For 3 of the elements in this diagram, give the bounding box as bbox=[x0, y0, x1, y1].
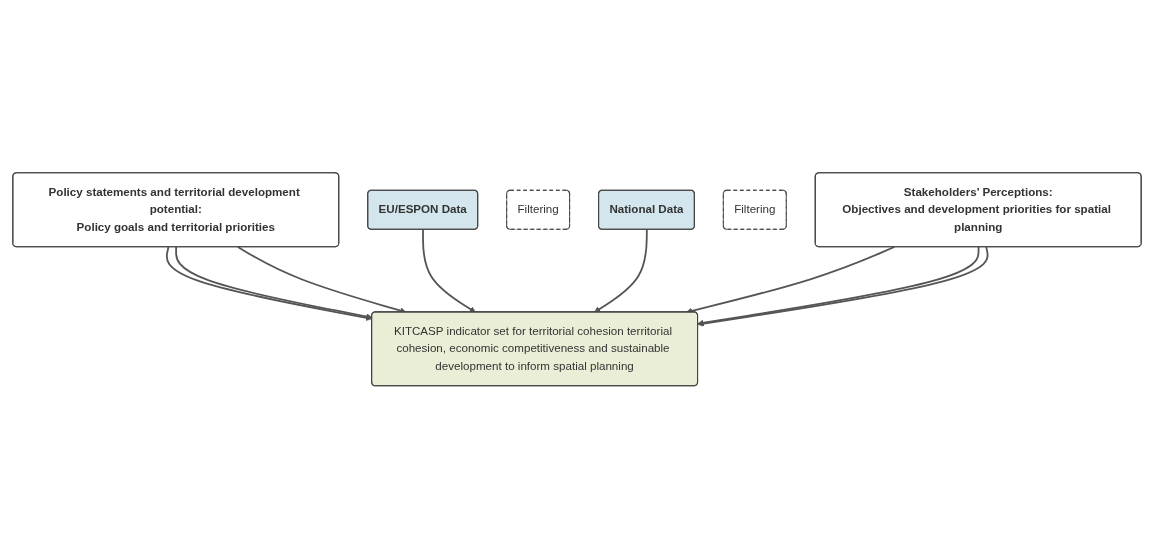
arrow bbox=[421, 229, 476, 313]
arrow bbox=[593, 229, 648, 313]
arrow bbox=[236, 246, 406, 314]
